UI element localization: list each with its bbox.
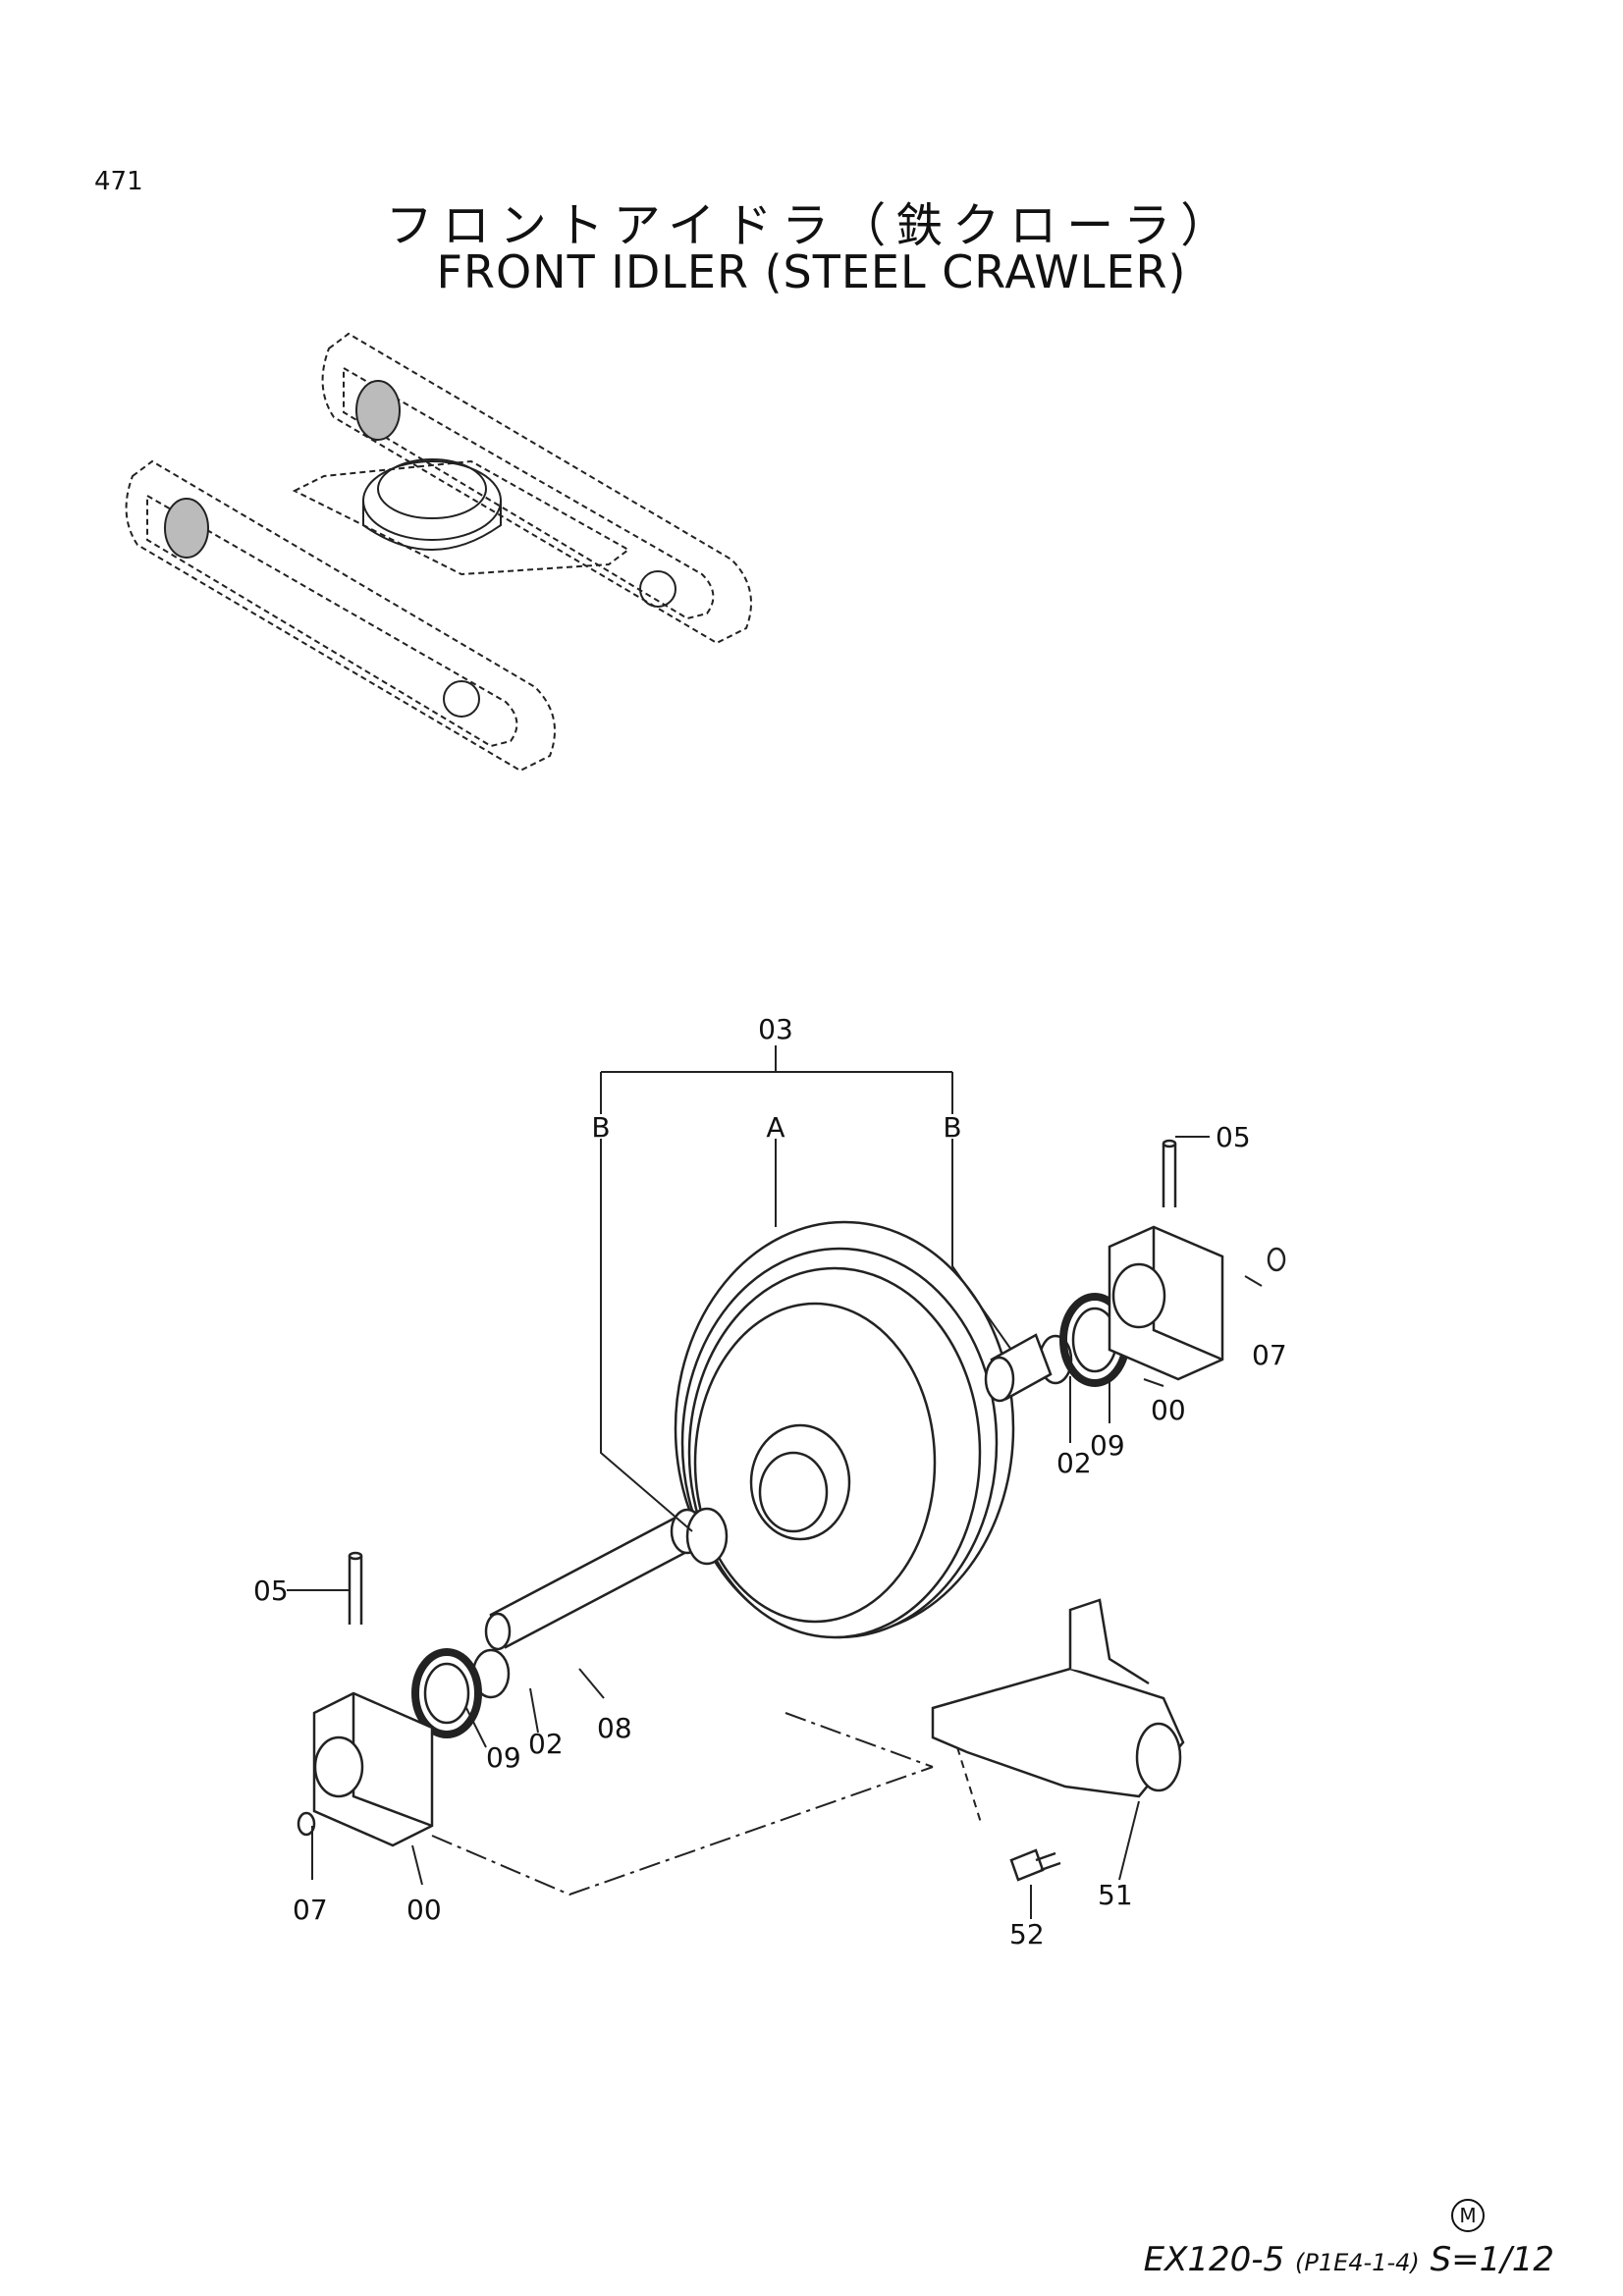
callout-52: 52 (1009, 1918, 1045, 1950)
bracket (931, 1598, 1185, 1882)
footer-code: (P1E4-1-4) (1295, 2249, 1420, 2276)
undercarriage-solid (164, 380, 676, 718)
callout-05-right: 05 (1216, 1121, 1251, 1153)
footer: EX120-5 (P1E4-1-4) S=1/12 (1144, 2240, 1554, 2279)
page-number: 471 (94, 167, 143, 196)
callout-02-right: 02 (1056, 1447, 1092, 1479)
callout-09-right: 09 (1090, 1429, 1125, 1462)
callout-02-left: 02 (528, 1728, 564, 1760)
callout-09-left: 09 (486, 1741, 521, 1774)
callout-05-left: 05 (253, 1575, 289, 1607)
m-mark-icon: M (1451, 2199, 1485, 2232)
undercarriage-overview (125, 332, 752, 773)
callout-03: 03 (758, 1013, 793, 1045)
left-bearing-block (297, 1551, 434, 1847)
page-title-japanese: フロントアイドラ（鉄クローラ） (385, 198, 1238, 253)
page-title-english: FRONT IDLER (STEEL CRAWLER) (436, 245, 1187, 298)
callout-b-left: B (591, 1111, 610, 1144)
callout-b-right: B (943, 1111, 961, 1144)
footer-scale: S=1/12 (1430, 2240, 1554, 2279)
callout-00-left: 00 (406, 1894, 442, 1926)
callout-51: 51 (1098, 1879, 1133, 1911)
idler-wheel (674, 1220, 1015, 1639)
left-seals (411, 1648, 511, 1738)
right-bearing-block (1108, 1139, 1286, 1381)
callout-07-right: 07 (1252, 1339, 1287, 1371)
footer-model: EX120-5 (1143, 2240, 1285, 2279)
leader-lines (287, 1045, 1263, 1919)
callout-a: A (766, 1111, 784, 1144)
callout-07-left: 07 (293, 1894, 328, 1926)
callout-08: 08 (597, 1712, 632, 1744)
right-seals (984, 1293, 1130, 1403)
callout-00-right: 00 (1151, 1394, 1186, 1426)
